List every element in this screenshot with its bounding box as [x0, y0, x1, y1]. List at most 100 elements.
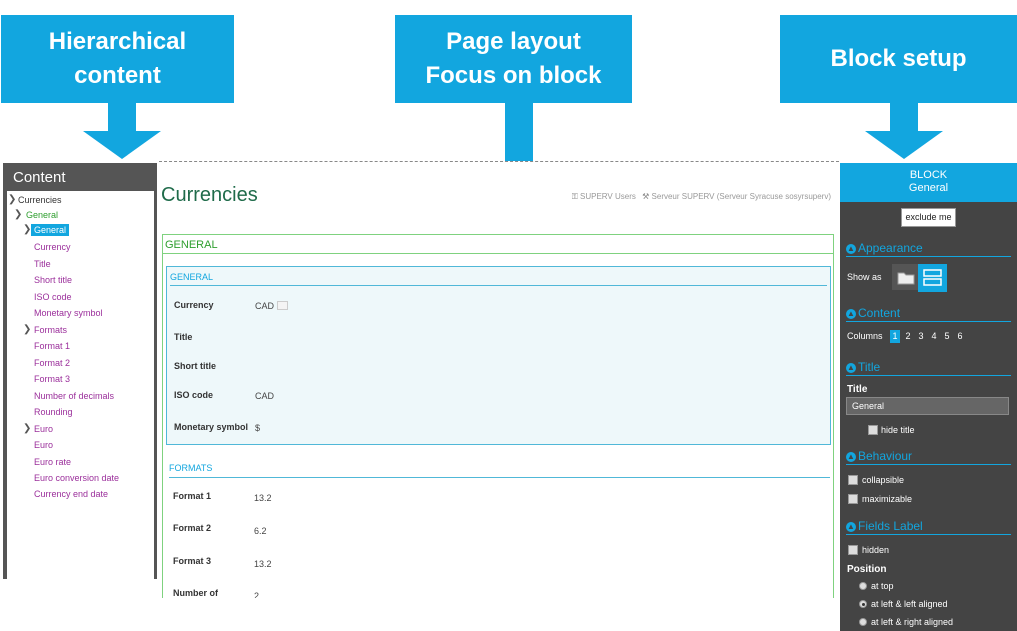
position-left-aligned-radio[interactable]: [859, 600, 867, 608]
tree-item-euro[interactable]: Euro: [34, 440, 54, 450]
wrench-icon: ⚒: [642, 192, 650, 201]
column-option-3[interactable]: 3: [918, 331, 924, 341]
maximizable-checkbox[interactable]: [848, 494, 858, 504]
formats-divider: [169, 477, 830, 478]
field-label-format-2: Format 2: [173, 523, 212, 533]
field-value-format-2[interactable]: 6.2: [254, 526, 267, 536]
arrow-down-icon: [865, 103, 943, 159]
tree-item-general[interactable]: General: [26, 210, 59, 220]
field-value-number-of[interactable]: 2: [254, 591, 260, 598]
collapse-circle-icon: ▲: [846, 309, 856, 319]
field-label-monetary-symbol: Monetary symbol: [174, 422, 249, 432]
title-field-label: Title: [847, 384, 868, 395]
show-as-label: Show as: [847, 272, 882, 282]
position-label: Position: [847, 564, 887, 575]
user-info: ⚿ SUPERV Users ⚒ Serveur SUPERV (Serveur…: [572, 192, 831, 202]
panel-header: BLOCK General: [840, 163, 1017, 202]
columns-label: Columns: [847, 331, 883, 341]
formats-title: FORMATS: [169, 463, 213, 473]
fields-label-heading[interactable]: ▲Fields Label: [846, 519, 923, 533]
appearance-heading[interactable]: ▲Appearance: [846, 241, 923, 255]
chevron-right-icon[interactable]: ❯: [23, 324, 32, 335]
panel-header-title: BLOCK: [909, 169, 948, 181]
column-option-5[interactable]: 5: [944, 331, 950, 341]
tree-item-rounding[interactable]: Rounding: [34, 407, 73, 417]
tree-header: Content: [7, 163, 154, 191]
appearance-divider: [846, 256, 1011, 257]
content-tree-panel: Content ❯ Currencies ❯ General ❯ General…: [3, 163, 157, 579]
title-heading[interactable]: ▲Title: [846, 360, 881, 374]
tree-item-currency-end-date[interactable]: Currency end date: [34, 489, 109, 499]
tree-item-monetary-symbol[interactable]: Monetary symbol: [34, 308, 103, 318]
field-label-title: Title: [174, 332, 193, 342]
field-value-format-3[interactable]: 13.2: [254, 559, 272, 569]
tree-item-euro-rate[interactable]: Euro rate: [34, 457, 72, 467]
position-at-top-radio[interactable]: [859, 582, 867, 590]
focused-block[interactable]: GENERAL Currency CAD Title Short title I…: [166, 266, 831, 445]
block-setup-panel: BLOCK General exclude me ▲Appearance Sho…: [840, 163, 1017, 631]
folder-icon[interactable]: [892, 264, 920, 290]
users-link[interactable]: SUPERV Users: [580, 192, 636, 201]
maximizable-label: maximizable: [862, 494, 913, 504]
fields-label-divider: [846, 534, 1011, 535]
field-value-currency[interactable]: CAD: [255, 301, 288, 311]
tree-item-currencies[interactable]: Currencies: [18, 195, 62, 205]
column-option-4[interactable]: 4: [931, 331, 937, 341]
tree-item-euro-conversion-date[interactable]: Euro conversion date: [34, 473, 120, 483]
collapse-circle-icon: ▲: [846, 244, 856, 254]
callout-hierarchical-content: Hierarchical content: [1, 15, 234, 103]
chevron-right-icon[interactable]: ❯: [23, 423, 32, 434]
tree-item-short-title[interactable]: Short title: [34, 275, 73, 285]
title-divider: [846, 375, 1011, 376]
tree-item-euro-group[interactable]: Euro: [34, 424, 54, 434]
hidden-checkbox[interactable]: [848, 545, 858, 555]
field-value-monetary-symbol[interactable]: $: [255, 423, 261, 433]
collapse-circle-icon: ▲: [846, 363, 856, 373]
tree-item-formats[interactable]: Formats: [34, 325, 68, 335]
position-right-aligned-label: at left & right aligned: [871, 617, 954, 627]
collapsible-label: collapsible: [862, 475, 905, 485]
field-value-format-1[interactable]: 13.2: [254, 493, 272, 503]
collapsible-checkbox[interactable]: [848, 475, 858, 485]
chevron-right-icon[interactable]: ❯: [8, 194, 17, 205]
general-section: GENERAL GENERAL Currency CAD Title Short…: [162, 234, 834, 598]
tree-item-number-of-decimals[interactable]: Number of decimals: [34, 391, 115, 401]
tree-item-iso-code[interactable]: ISO code: [34, 292, 72, 302]
field-label-number-of: Number of: [173, 588, 218, 598]
field-label-format-3: Format 3: [173, 556, 212, 566]
tree-item-general-selected[interactable]: General: [31, 224, 70, 236]
content-divider: [846, 321, 1011, 322]
content-heading[interactable]: ▲Content: [846, 306, 901, 320]
arrow-down-icon: [83, 103, 161, 159]
tree-item-format-1[interactable]: Format 1: [34, 341, 71, 351]
collapse-circle-icon: ▲: [846, 522, 856, 532]
lookup-icon[interactable]: [276, 301, 288, 310]
field-label-short-title: Short title: [174, 361, 216, 371]
tree-item-currency[interactable]: Currency: [34, 242, 71, 252]
block-divider: [170, 285, 827, 286]
hide-title-label: hide title: [881, 425, 915, 435]
tree-item-title[interactable]: Title: [34, 259, 51, 269]
list-icon[interactable]: [918, 264, 947, 292]
callout-block-setup: Block setup: [780, 15, 1017, 103]
chevron-right-icon[interactable]: ❯: [14, 209, 23, 220]
tree-item-format-3[interactable]: Format 3: [34, 374, 71, 384]
column-option-2[interactable]: 2: [905, 331, 911, 341]
exclude-me-button[interactable]: exclude me: [901, 208, 956, 227]
field-value-iso-code[interactable]: CAD: [255, 391, 275, 401]
behaviour-heading[interactable]: ▲Behaviour: [846, 449, 913, 463]
server-link[interactable]: Serveur SUPERV (Serveur Syracuse sosyrsu…: [651, 192, 831, 201]
page-layout: Currencies ⚿ SUPERV Users ⚒ Serveur SUPE…: [159, 161, 839, 598]
position-left-aligned-label: at left & left aligned: [871, 599, 948, 609]
field-label-format-1: Format 1: [173, 491, 212, 501]
column-option-6[interactable]: 6: [957, 331, 963, 341]
column-option-1[interactable]: 1: [890, 330, 900, 343]
position-right-aligned-radio[interactable]: [859, 618, 867, 626]
panel-header-subtitle: General: [908, 182, 949, 194]
section-divider: [163, 253, 833, 254]
chevron-right-icon[interactable]: ❯: [23, 224, 32, 235]
title-input[interactable]: General: [846, 397, 1009, 415]
hide-title-checkbox[interactable]: [868, 425, 878, 435]
key-icon: ⚿: [571, 192, 578, 201]
tree-item-format-2[interactable]: Format 2: [34, 358, 71, 368]
